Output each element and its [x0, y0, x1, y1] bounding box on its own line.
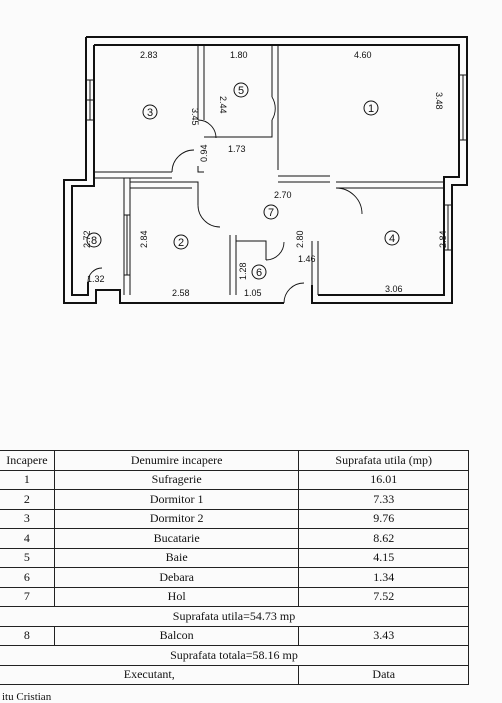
row-name: Balcon [53, 625, 300, 646]
row-area: 8.62 [298, 528, 469, 549]
row-nr: 8 [0, 625, 55, 646]
executant-label: Executant, [0, 664, 300, 685]
row-area: 9.76 [298, 508, 469, 529]
row-area: 7.52 [298, 586, 469, 607]
table-row: 2 Dormitor 1 7.33 [0, 489, 469, 510]
svg-text:3.48: 3.48 [434, 92, 444, 110]
svg-text:2.70: 2.70 [274, 190, 292, 200]
row-name: Dormitor 2 [53, 508, 300, 529]
table-header-row: Incapere Denumire incapere Suprafata uti… [0, 450, 469, 471]
svg-text:2.44: 2.44 [218, 96, 228, 114]
svg-text:1.32: 1.32 [87, 274, 105, 284]
svg-text:1.46: 1.46 [298, 254, 316, 264]
row-nr: 7 [0, 586, 55, 607]
table-row: 5 Baie 4.15 [0, 547, 469, 568]
row-nr: 5 [0, 547, 55, 568]
svg-text:1.73: 1.73 [228, 144, 246, 154]
table-row: 8 Balcon 3.43 [0, 625, 469, 646]
subtotal-row: Suprafata utila=54.73 mp [0, 606, 469, 627]
total-row: Suprafata totala=58.16 mp [0, 645, 469, 666]
svg-text:2.84: 2.84 [139, 230, 149, 248]
row-name: Debara [53, 567, 300, 588]
col-header-denumire: Denumire incapere [53, 450, 300, 471]
row-nr: 2 [0, 489, 55, 510]
row-name: Sufragerie [53, 469, 300, 490]
plan-room-numbers: 1 2 3 4 5 6 7 8 [86, 82, 400, 280]
svg-text:5: 5 [238, 85, 244, 97]
area-table: Incapere Denumire incapere Suprafata uti… [0, 450, 469, 685]
svg-text:2.58: 2.58 [172, 288, 190, 298]
data-label: Data [298, 664, 469, 685]
row-area: 7.33 [298, 489, 469, 510]
svg-text:1.80: 1.80 [230, 50, 248, 60]
svg-text:3: 3 [147, 107, 153, 119]
svg-text:1: 1 [368, 103, 374, 115]
row-nr: 1 [0, 469, 55, 490]
plan-doors [87, 96, 363, 304]
row-area: 3.43 [298, 625, 469, 646]
row-name: Dormitor 1 [53, 489, 300, 510]
total-text: Suprafata totala=58.16 mp [0, 645, 469, 666]
svg-text:3.45: 3.45 [190, 108, 200, 126]
plan-walls [63, 36, 468, 304]
svg-text:7: 7 [268, 207, 274, 219]
row-name: Bucatarie [53, 528, 300, 549]
row-area: 16.01 [298, 469, 469, 490]
svg-text:2: 2 [178, 237, 184, 249]
row-name: Hol [53, 586, 300, 607]
svg-text:2.84: 2.84 [438, 230, 448, 248]
svg-text:0.94: 0.94 [199, 144, 209, 162]
col-header-suprafata: Suprafata utila (mp) [298, 450, 469, 471]
svg-text:6: 6 [256, 267, 262, 279]
signature-row: Executant, Data [0, 664, 469, 685]
subtotal-text: Suprafata utila=54.73 mp [0, 606, 469, 627]
table-row: 1 Sufragerie 16.01 [0, 469, 469, 490]
table-row: 7 Hol 7.52 [0, 586, 469, 607]
row-name: Baie [53, 547, 300, 568]
col-header-incapere: Incapere [0, 450, 55, 471]
row-nr: 4 [0, 528, 55, 549]
svg-text:3.06: 3.06 [385, 284, 403, 294]
row-nr: 3 [0, 508, 55, 529]
row-area: 1.34 [298, 567, 469, 588]
svg-text:8: 8 [91, 235, 97, 247]
svg-text:1.28: 1.28 [238, 262, 248, 280]
executant-name: itu Cristian [2, 691, 52, 703]
svg-text:4.60: 4.60 [354, 50, 372, 60]
plan-dimensions: 2.83 1.80 4.60 2.70 1.73 1.32 2.58 1.05 … [82, 50, 448, 298]
svg-text:2.80: 2.80 [295, 230, 305, 248]
table-row: 4 Bucatarie 8.62 [0, 528, 469, 549]
svg-text:2.83: 2.83 [140, 50, 158, 60]
row-area: 4.15 [298, 547, 469, 568]
table-row: 3 Dormitor 2 9.76 [0, 508, 469, 529]
floor-plan: 2.83 1.80 4.60 2.70 1.73 1.32 2.58 1.05 … [63, 36, 468, 304]
svg-text:4: 4 [389, 233, 395, 245]
table-row: 6 Debara 1.34 [0, 567, 469, 588]
svg-text:1.05: 1.05 [244, 288, 262, 298]
row-nr: 6 [0, 567, 55, 588]
